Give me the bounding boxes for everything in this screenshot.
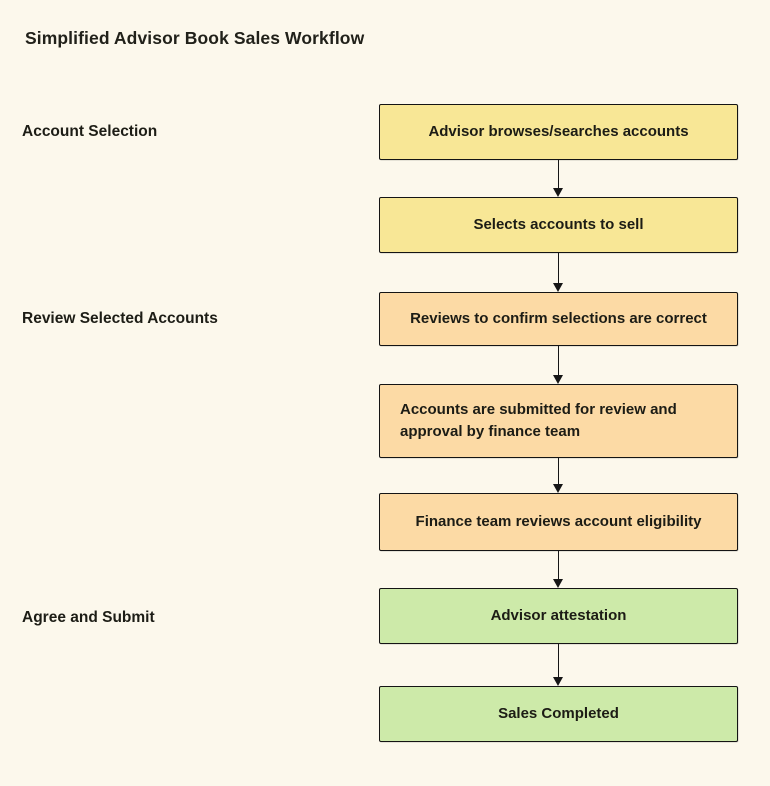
arrow-head-icon <box>553 188 563 197</box>
node-label: Accounts are submitted for review and ap… <box>400 400 677 441</box>
arrow-head-icon <box>553 375 563 384</box>
diagram-title: Simplified Advisor Book Sales Workflow <box>25 28 365 48</box>
node-sales-completed: Sales Completed <box>379 686 738 742</box>
node-label: Selects accounts to sell <box>473 215 644 233</box>
node-attestation: Advisor attestation <box>379 588 738 644</box>
lane-label-account-selection: Account Selection <box>22 123 158 140</box>
node-label: Finance team reviews account eligibility <box>415 512 702 530</box>
lane-label-review-selected-accounts: Review Selected Accounts <box>22 310 218 327</box>
lane-label-agree-and-submit: Agree and Submit <box>22 609 155 626</box>
arrow-line <box>557 551 560 581</box>
arrow-head-icon <box>553 579 563 588</box>
arrow-head-icon <box>553 677 563 686</box>
arrow-line <box>557 160 560 190</box>
flow-arrow <box>551 551 566 588</box>
node-label: Advisor browses/searches accounts <box>428 122 689 140</box>
node-submit-for-review: Accounts are submitted for review and ap… <box>379 384 738 458</box>
flow-arrow <box>551 458 566 493</box>
flow-arrow <box>551 346 566 384</box>
node-browse-accounts: Advisor browses/searches accounts <box>379 104 738 160</box>
node-label: Reviews to confirm selections are correc… <box>410 309 707 327</box>
node-label: Sales Completed <box>498 704 619 722</box>
arrow-line <box>557 253 560 285</box>
arrow-head-icon <box>553 283 563 292</box>
node-finance-review: Finance team reviews account eligibility <box>379 493 738 551</box>
flow-arrow <box>551 160 566 197</box>
arrow-head-icon <box>553 484 563 493</box>
flow-arrow <box>551 253 566 292</box>
arrow-line <box>557 346 560 377</box>
node-label: Advisor attestation <box>490 606 627 624</box>
arrow-line <box>557 458 560 486</box>
node-select-accounts: Selects accounts to sell <box>379 197 738 253</box>
node-review-selections: Reviews to confirm selections are correc… <box>379 292 738 346</box>
flow-arrow <box>551 644 566 686</box>
arrow-line <box>557 644 560 679</box>
